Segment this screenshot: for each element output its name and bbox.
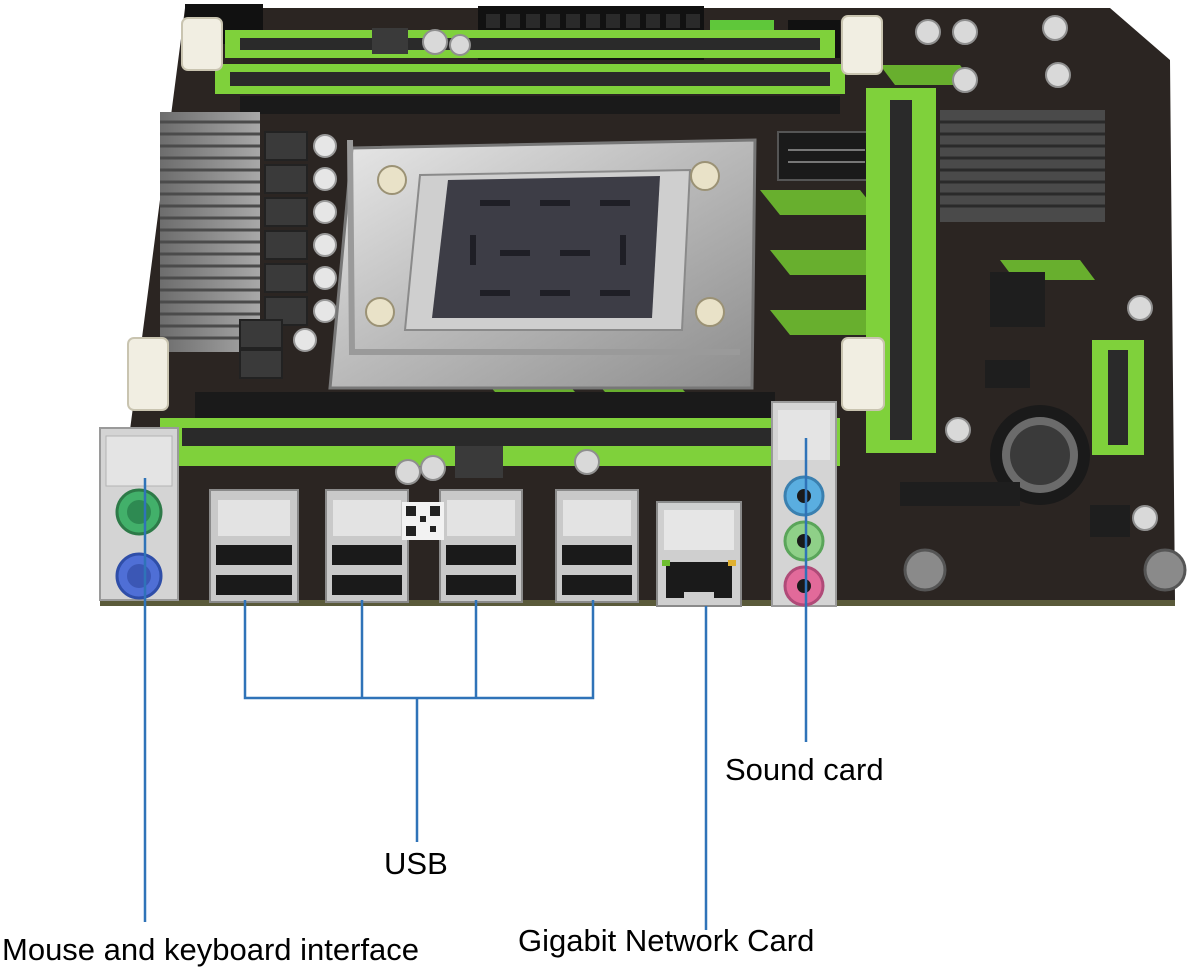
usb-port-icon	[209, 489, 639, 603]
chipset-heatsink	[940, 110, 1105, 222]
vrm-chokes	[239, 131, 308, 379]
ram-latches-top	[181, 15, 883, 75]
mounting-holes	[903, 548, 1187, 592]
misc-chips	[372, 28, 1130, 537]
label-sound-card: Sound card	[725, 752, 884, 787]
misc-capacitors	[395, 15, 1158, 531]
label-gigabit-network-card: Gigabit Network Card	[518, 923, 815, 958]
vrm-capacitors	[293, 134, 337, 352]
cmos-battery-icon	[990, 405, 1090, 505]
m2-slot	[777, 131, 874, 181]
qr-sticker	[402, 502, 444, 540]
rj45-port-icon	[656, 501, 742, 607]
ram-slot-icon	[215, 30, 845, 114]
cpu-socket-icon	[328, 138, 757, 390]
label-mouse-keyboard-interface: Mouse and keyboard interface	[2, 932, 420, 967]
label-usb: USB	[384, 846, 448, 881]
ram-latches-bottom	[127, 337, 885, 411]
leader-lines	[143, 438, 808, 930]
leader-line-usb	[243, 600, 595, 700]
heatsink-icon	[160, 112, 260, 352]
audio-jack-icon	[783, 475, 825, 607]
pcie-slot-icon	[866, 88, 1144, 455]
